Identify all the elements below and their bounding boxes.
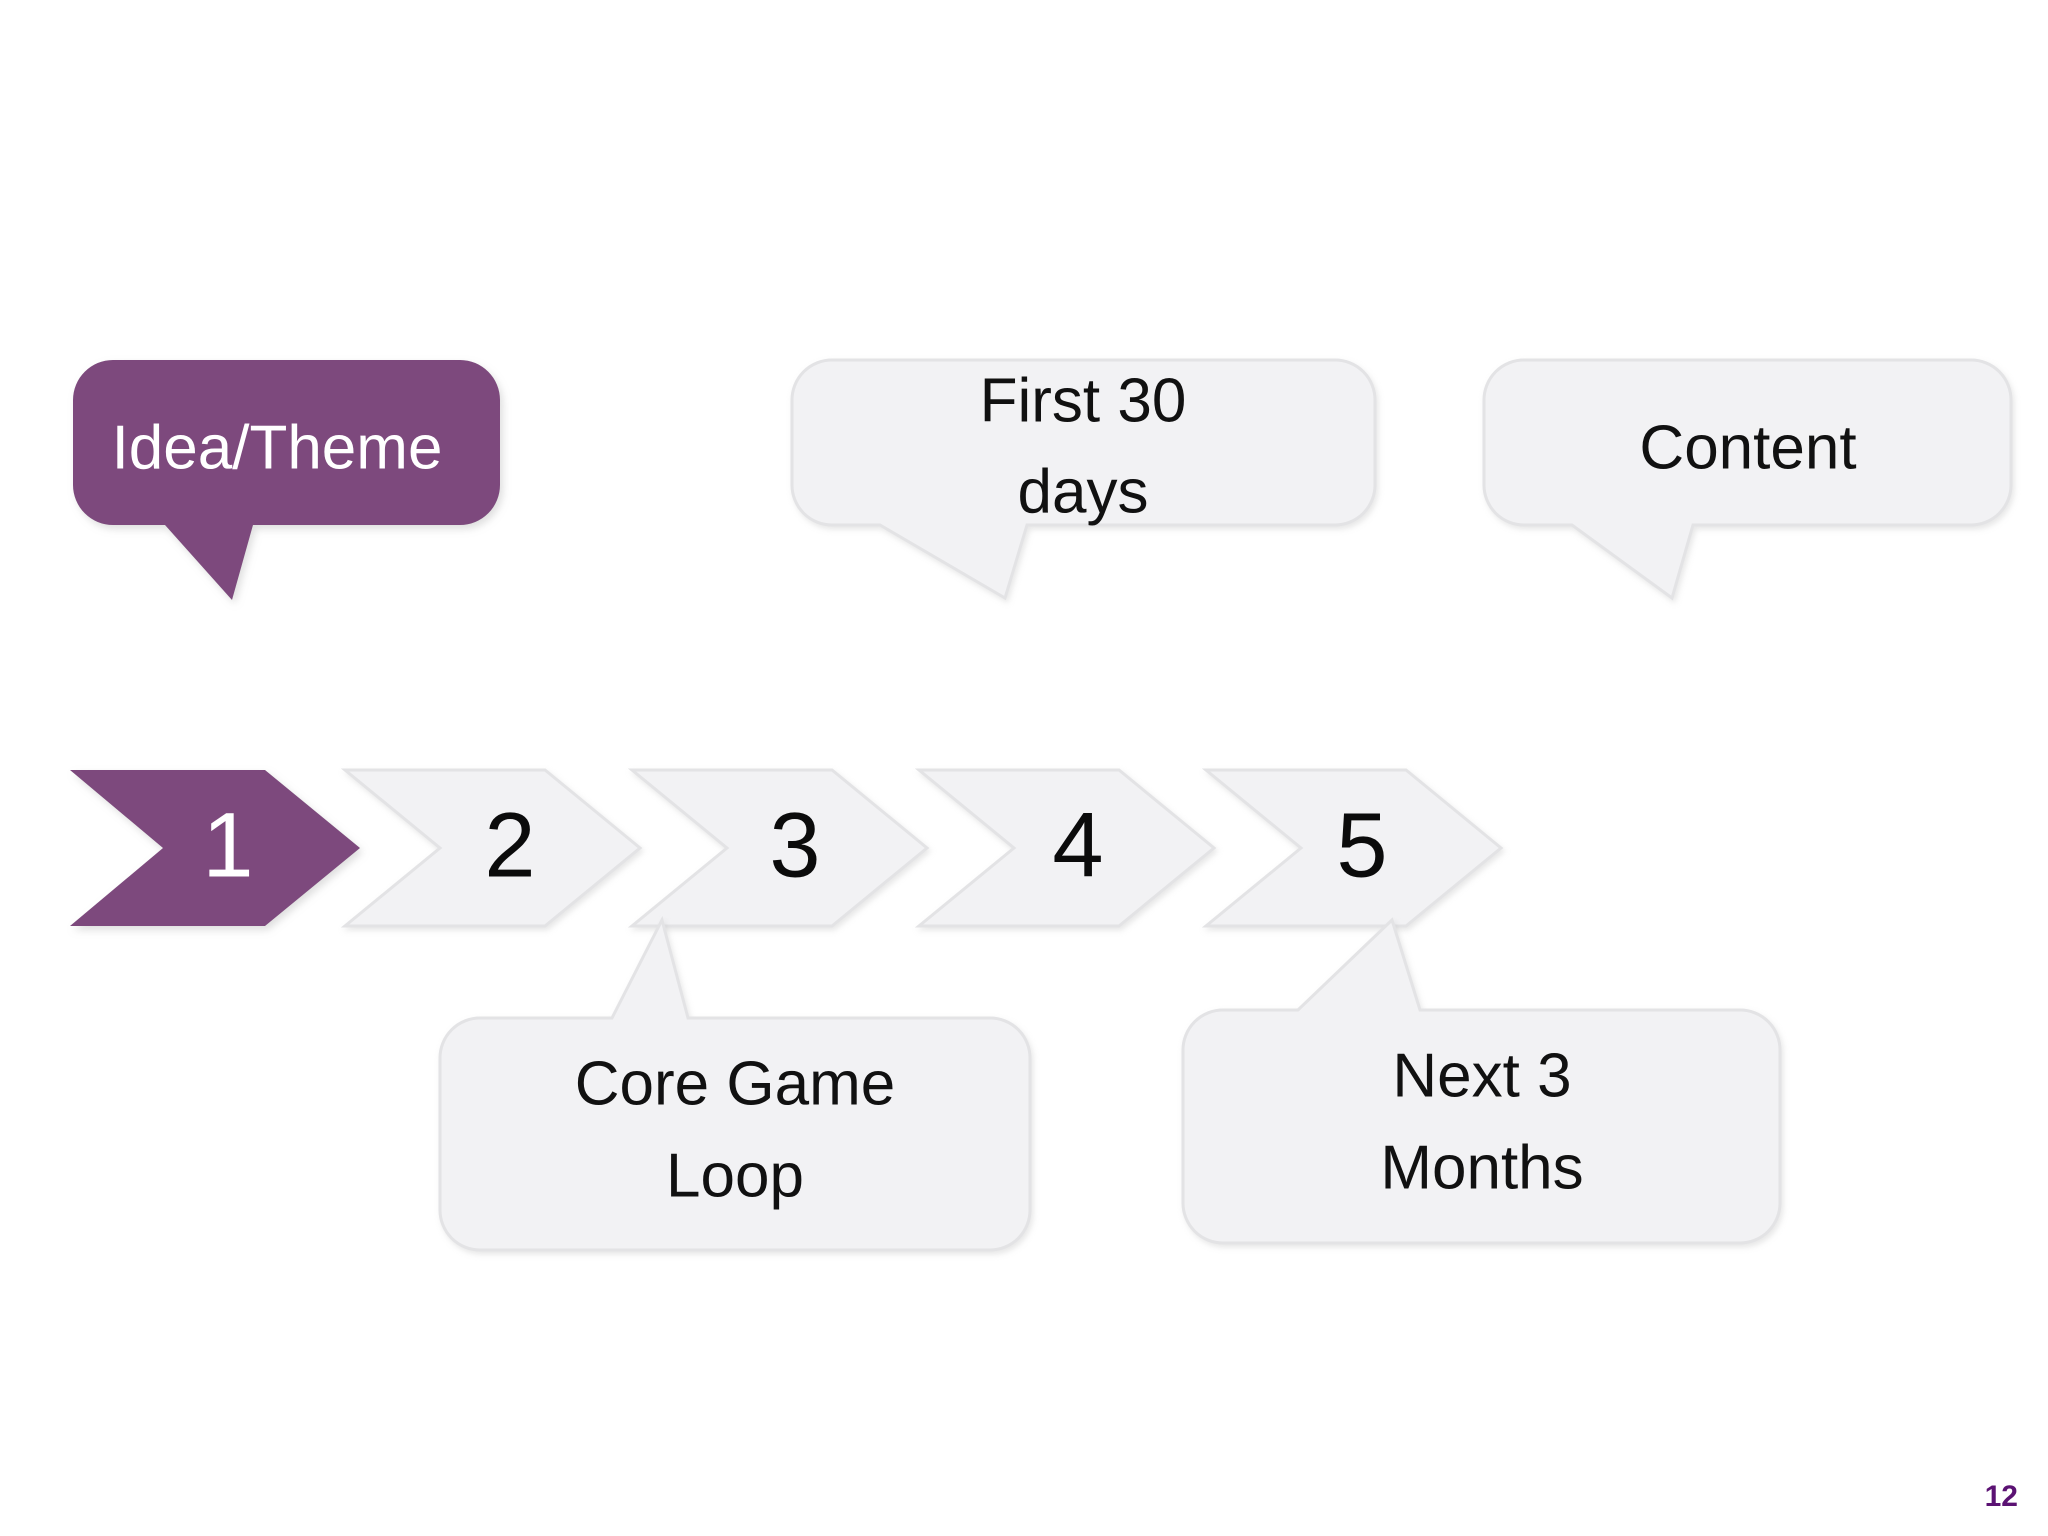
- callout-next-3-months-line-1: Next 3: [1392, 1041, 1571, 1110]
- callout-content-label: Content: [1639, 413, 1856, 482]
- chevron-step-4[interactable]: 4: [914, 768, 1217, 928]
- chevron-step-1-number: 1: [202, 794, 253, 896]
- callout-idea-theme-body: [73, 360, 500, 600]
- callout-next-3-months[interactable]: Next 3 Months: [1181, 917, 1782, 1245]
- callout-first-30-days-body: [790, 358, 1377, 601]
- callout-content-body: [1482, 358, 2013, 601]
- chevron-step-1-shape: [70, 770, 360, 926]
- callout-first-30-days[interactable]: First 30 days: [790, 358, 1377, 601]
- callout-core-game-loop-line-2: Loop: [666, 1141, 804, 1210]
- callout-idea-theme-label: Idea/Theme: [112, 413, 443, 482]
- chevron-step-2[interactable]: 2: [340, 768, 643, 928]
- callout-core-game-loop-body: [438, 915, 1032, 1252]
- page-number: 12: [1984, 1480, 2018, 1513]
- callout-core-game-loop-line-1: Core Game: [575, 1049, 895, 1118]
- callout-content[interactable]: Content: [1482, 358, 2013, 601]
- callout-first-30-days-line-2: days: [1018, 457, 1149, 526]
- chevron-step-5-shape: [1201, 768, 1504, 928]
- callout-next-3-months-line-2: Months: [1380, 1133, 1583, 1202]
- chevron-step-5-number: 5: [1336, 794, 1387, 896]
- callout-idea-theme[interactable]: Idea/Theme: [73, 360, 500, 600]
- chevron-step-1[interactable]: 1: [70, 770, 360, 926]
- chevron-step-3-number: 3: [769, 794, 820, 896]
- chevron-step-3-shape: [627, 768, 930, 928]
- chevron-step-2-number: 2: [484, 794, 535, 896]
- chevron-step-4-number: 4: [1052, 794, 1103, 896]
- chevron-step-4-shape: [914, 768, 1217, 928]
- chevron-step-2-shape: [340, 768, 643, 928]
- chevron-step-3[interactable]: 3: [627, 768, 930, 928]
- callout-core-game-loop[interactable]: Core Game Loop: [438, 915, 1032, 1252]
- callout-first-30-days-line-1: First 30: [980, 366, 1187, 435]
- chevron-step-5[interactable]: 5: [1201, 768, 1504, 928]
- callout-next-3-months-body: [1181, 917, 1782, 1245]
